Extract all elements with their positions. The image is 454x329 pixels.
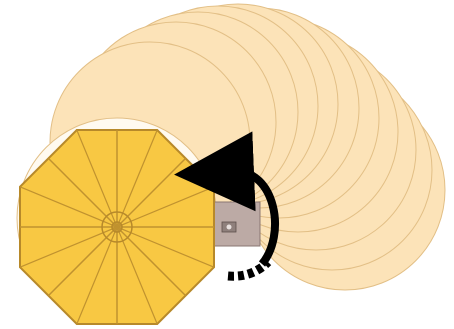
main-umbrella-canopy xyxy=(20,130,214,324)
dashed-arc-icon xyxy=(228,262,268,276)
canopy-ribs xyxy=(20,130,214,324)
pivot-dot xyxy=(227,225,232,230)
